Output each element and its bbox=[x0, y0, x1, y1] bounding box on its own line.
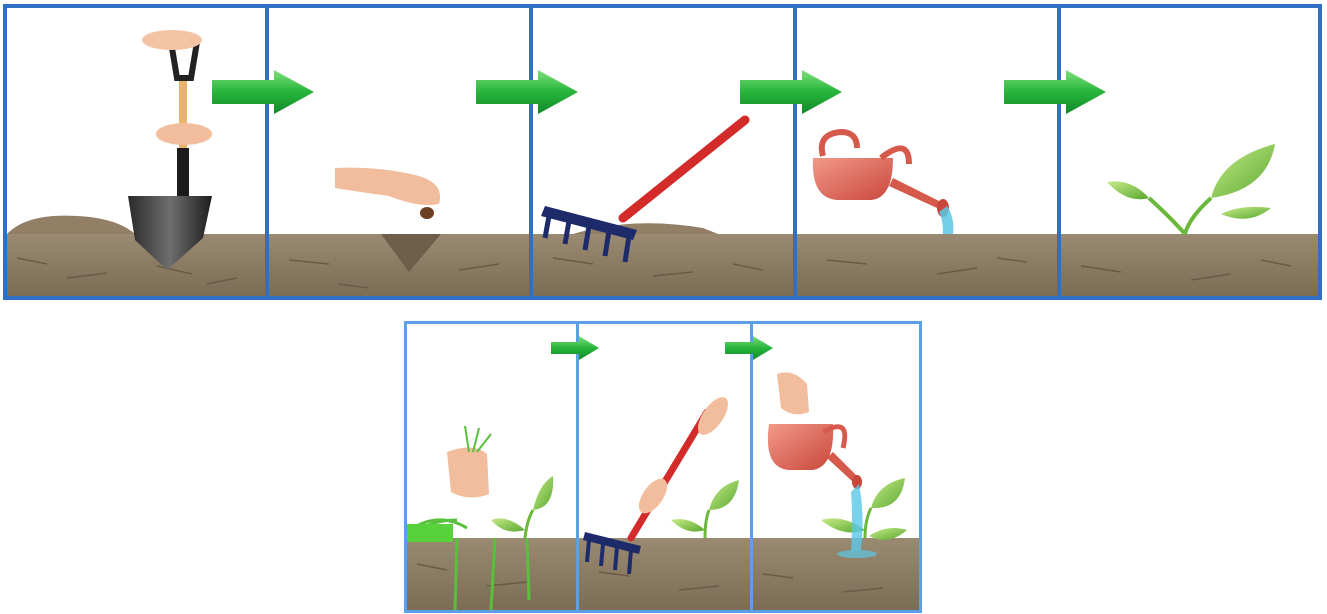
arrow-right-icon bbox=[740, 70, 842, 114]
soil bbox=[579, 538, 750, 610]
soil bbox=[753, 538, 919, 610]
soil bbox=[7, 234, 265, 296]
step-loosen-panel bbox=[579, 324, 750, 610]
arrow-right-icon bbox=[476, 70, 578, 114]
step-sprout-panel bbox=[1061, 8, 1318, 296]
watering-can-icon bbox=[768, 424, 862, 489]
seedling-icon bbox=[1107, 144, 1275, 234]
watering-can-icon bbox=[813, 132, 949, 217]
soil-mound bbox=[7, 216, 135, 234]
soil bbox=[1061, 234, 1318, 296]
soil bbox=[533, 234, 793, 296]
step-weed-panel bbox=[407, 324, 576, 610]
hand-icon bbox=[447, 426, 491, 498]
seedling-icon bbox=[821, 478, 907, 540]
seedling-icon bbox=[491, 476, 553, 538]
bottom-process-strip bbox=[404, 321, 922, 613]
arrow-right-icon bbox=[1004, 70, 1106, 114]
arrow-right-icon bbox=[551, 336, 599, 360]
arrow-right-icon bbox=[725, 336, 773, 360]
seedling-icon bbox=[671, 480, 739, 538]
step-water-plant-panel bbox=[753, 324, 919, 610]
top-process-strip bbox=[3, 4, 1322, 300]
water-stream-icon bbox=[851, 484, 863, 552]
seed-icon bbox=[420, 207, 434, 219]
step-dig-panel bbox=[7, 8, 265, 296]
soil bbox=[797, 234, 1057, 296]
hand-icon bbox=[335, 168, 440, 205]
shovel-icon bbox=[128, 42, 212, 270]
hand-icon bbox=[777, 372, 809, 414]
hand-icon bbox=[142, 30, 212, 145]
step-water-panel bbox=[797, 8, 1057, 296]
arrow-right-icon bbox=[212, 70, 314, 114]
step-sow-panel bbox=[269, 8, 529, 296]
step-rake-panel bbox=[533, 8, 793, 296]
